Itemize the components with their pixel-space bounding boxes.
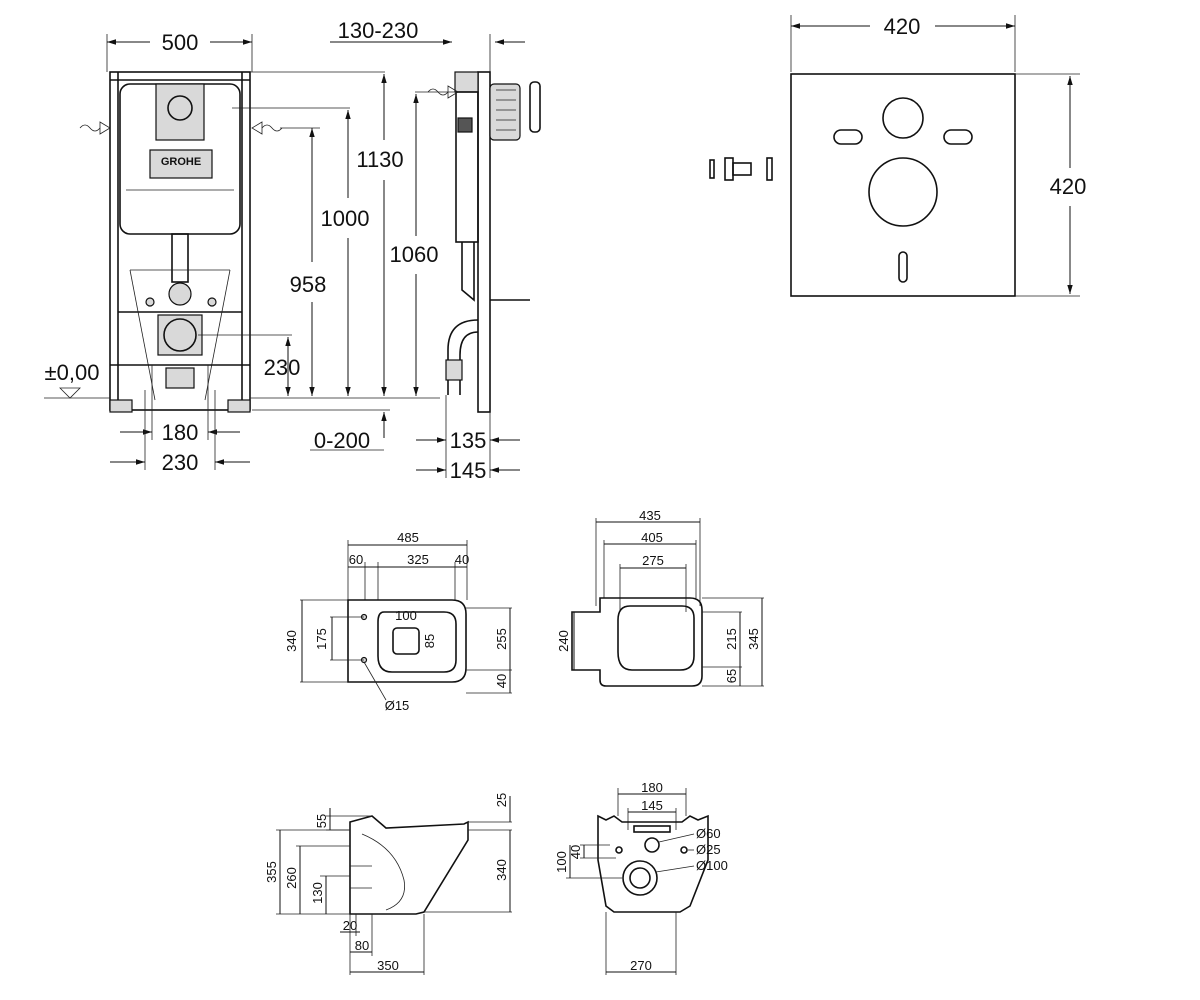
floor-level-label: ±0,00	[45, 360, 100, 385]
dim-side-130: 130	[310, 882, 325, 904]
dim-bowl-85: 85	[422, 634, 437, 648]
dim-height-1130: 1130	[356, 147, 403, 172]
dim-seat-65: 65	[724, 669, 739, 683]
dim-depth-130-230: 130-230	[338, 18, 419, 43]
dim-bowl-255: 255	[494, 628, 509, 650]
dim-rear-270: 270	[630, 958, 652, 973]
seat-top-view: 435 405 275 240 215 65 345	[556, 508, 764, 687]
bowl-top-view: 485 60 325 40 100 85 340 175 255 40 Ø15	[284, 530, 512, 713]
dim-bowl-40: 40	[455, 552, 469, 567]
dim-rear-dia-25: Ø25	[696, 842, 721, 857]
dim-side-20: 20	[343, 918, 357, 933]
dim-bowl-340: 340	[284, 630, 299, 652]
sound-insulation-mat: 420 420	[709, 14, 1087, 297]
dim-depth-145: 145	[450, 458, 487, 483]
dim-side-340: 340	[494, 859, 509, 881]
frame-front-view: 500 GROHE	[44, 18, 452, 475]
dim-side-350: 350	[377, 958, 399, 973]
dim-side-55: 55	[314, 814, 329, 828]
dim-seat-435: 435	[639, 508, 661, 523]
frame-side-view: 1060 135 145	[390, 34, 541, 483]
bowl-side-view: 25 340 55 355 260 130 20 80 350	[264, 793, 512, 975]
dim-bowl-485: 485	[397, 530, 419, 545]
dim-side-355: 355	[264, 861, 279, 883]
dim-width-500: 500	[162, 30, 199, 55]
dim-rear-40: 40	[568, 845, 583, 859]
dim-side-260: 260	[284, 867, 299, 889]
dim-side-25: 25	[494, 793, 509, 807]
dim-height-230: 230	[264, 355, 301, 380]
dim-seat-275: 275	[642, 553, 664, 568]
dim-seat-215: 215	[724, 628, 739, 650]
dim-bowl-60: 60	[349, 552, 363, 567]
dim-floor-adjust-0-200: 0-200	[314, 428, 370, 453]
dim-bowl-hole-15: Ø15	[385, 698, 410, 713]
bowl-rear-view: 180 145 40 100 Ø60 Ø25 Ø100 270	[554, 780, 728, 975]
dim-seat-405: 405	[641, 530, 663, 545]
dim-bowl-325: 325	[407, 552, 429, 567]
brand-logo: GROHE	[161, 156, 201, 168]
dim-rear-180: 180	[641, 780, 663, 795]
dim-rear-100: 100	[554, 851, 569, 873]
dim-height-1060: 1060	[390, 242, 439, 267]
dim-seat-345: 345	[746, 628, 761, 650]
dim-rear-145: 145	[641, 798, 663, 813]
dim-spacing-230: 230	[162, 450, 199, 475]
dim-spacing-180: 180	[162, 420, 199, 445]
dim-bowl-40-right: 40	[494, 674, 509, 688]
dim-mat-width-420: 420	[884, 14, 921, 39]
dim-rear-dia-60: Ø60	[696, 826, 721, 841]
dim-height-958: 958	[290, 272, 327, 297]
dim-depth-135: 135	[450, 428, 487, 453]
dim-seat-240: 240	[556, 630, 571, 652]
dim-mat-height-420: 420	[1050, 174, 1087, 199]
dim-bowl-175: 175	[314, 628, 329, 650]
dim-rear-dia-100: Ø100	[696, 858, 728, 873]
dim-bowl-100: 100	[395, 608, 417, 623]
dim-side-80: 80	[355, 938, 369, 953]
dim-height-1000: 1000	[321, 206, 370, 231]
